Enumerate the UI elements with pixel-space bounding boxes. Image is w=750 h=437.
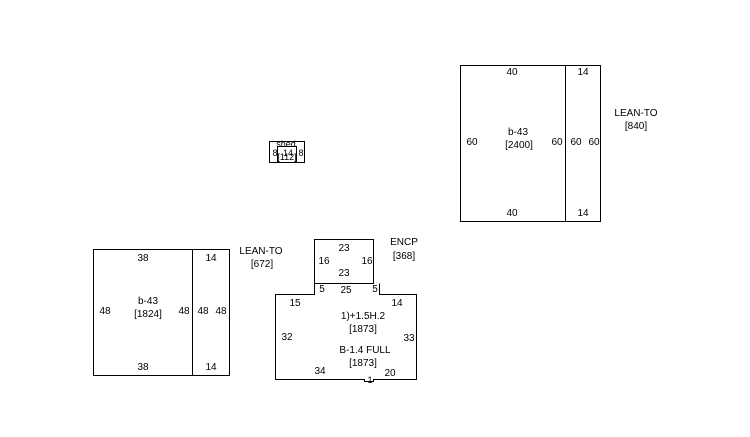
house-step-mid-dim: 25 bbox=[340, 285, 352, 296]
house-left-dim: 32 bbox=[281, 332, 293, 343]
house-area2: [1873] bbox=[349, 358, 377, 369]
house-area1: [1873] bbox=[349, 324, 377, 335]
main-top-dim: 40 bbox=[506, 67, 518, 78]
main-top-dim: 38 bbox=[137, 253, 149, 264]
house-bottom-right-dim: 20 bbox=[384, 368, 396, 379]
main-bottom-dim: 38 bbox=[137, 362, 149, 373]
house-line1: 1)+1.5H.2 bbox=[340, 311, 386, 322]
main-area: [1824] bbox=[134, 309, 162, 320]
shed-label: shed bbox=[276, 139, 296, 149]
leanto-label: LEAN-TO bbox=[614, 108, 658, 119]
house-step-left-dim: 5 bbox=[319, 284, 325, 295]
leanto-outline bbox=[192, 249, 230, 376]
house-bottom-step-dim: 1 bbox=[367, 375, 373, 385]
main-right-dim: 48 bbox=[178, 306, 190, 317]
leanto-left-dim: 48 bbox=[197, 306, 209, 317]
shed-area: [112] bbox=[277, 152, 297, 162]
encp-label: ENCP bbox=[390, 237, 418, 248]
leanto-bottom-dim: 14 bbox=[205, 362, 217, 373]
main-right-dim: 60 bbox=[551, 137, 563, 148]
main-label: b-43 bbox=[507, 127, 528, 138]
shed-right-dim: 8 bbox=[298, 148, 304, 158]
house-line2: B-1.4 FULL bbox=[339, 345, 391, 356]
house-step-right-dim: 5 bbox=[372, 284, 378, 295]
house-top-right-dim: 14 bbox=[391, 298, 403, 309]
leanto-bottom-dim: 14 bbox=[577, 208, 589, 219]
main-label: b-43 bbox=[137, 296, 158, 307]
leanto-right-dim: 60 bbox=[588, 137, 600, 148]
house-top-left-dim: 15 bbox=[289, 298, 301, 309]
leanto-area: [672] bbox=[250, 259, 274, 270]
leanto-right-dim: 48 bbox=[215, 306, 227, 317]
main-left-dim: 60 bbox=[466, 137, 478, 148]
encp-top-dim: 23 bbox=[338, 243, 350, 254]
encp-left-dim: 16 bbox=[318, 256, 330, 267]
leanto-left-dim: 60 bbox=[570, 137, 582, 148]
leanto-label: LEAN-TO bbox=[239, 246, 283, 257]
main-area: [2400] bbox=[505, 140, 533, 151]
leanto-outline bbox=[565, 65, 601, 222]
house-bottom-left-dim: 34 bbox=[314, 366, 326, 377]
encp-right-dim: 16 bbox=[361, 256, 373, 267]
shed-left-dim: 8 bbox=[272, 148, 278, 158]
main-left-dim: 48 bbox=[99, 306, 111, 317]
leanto-top-dim: 14 bbox=[205, 253, 217, 264]
house-right-dim: 33 bbox=[403, 333, 415, 344]
main-bottom-dim: 40 bbox=[506, 208, 518, 219]
leanto-area: [840] bbox=[624, 121, 648, 132]
encp-bottom-dim: 23 bbox=[338, 268, 350, 279]
shed-top-dim: 14 bbox=[282, 148, 293, 158]
encp-area: [368] bbox=[392, 251, 416, 262]
shed-inner-outline bbox=[277, 146, 297, 163]
leanto-top-dim: 14 bbox=[577, 67, 589, 78]
